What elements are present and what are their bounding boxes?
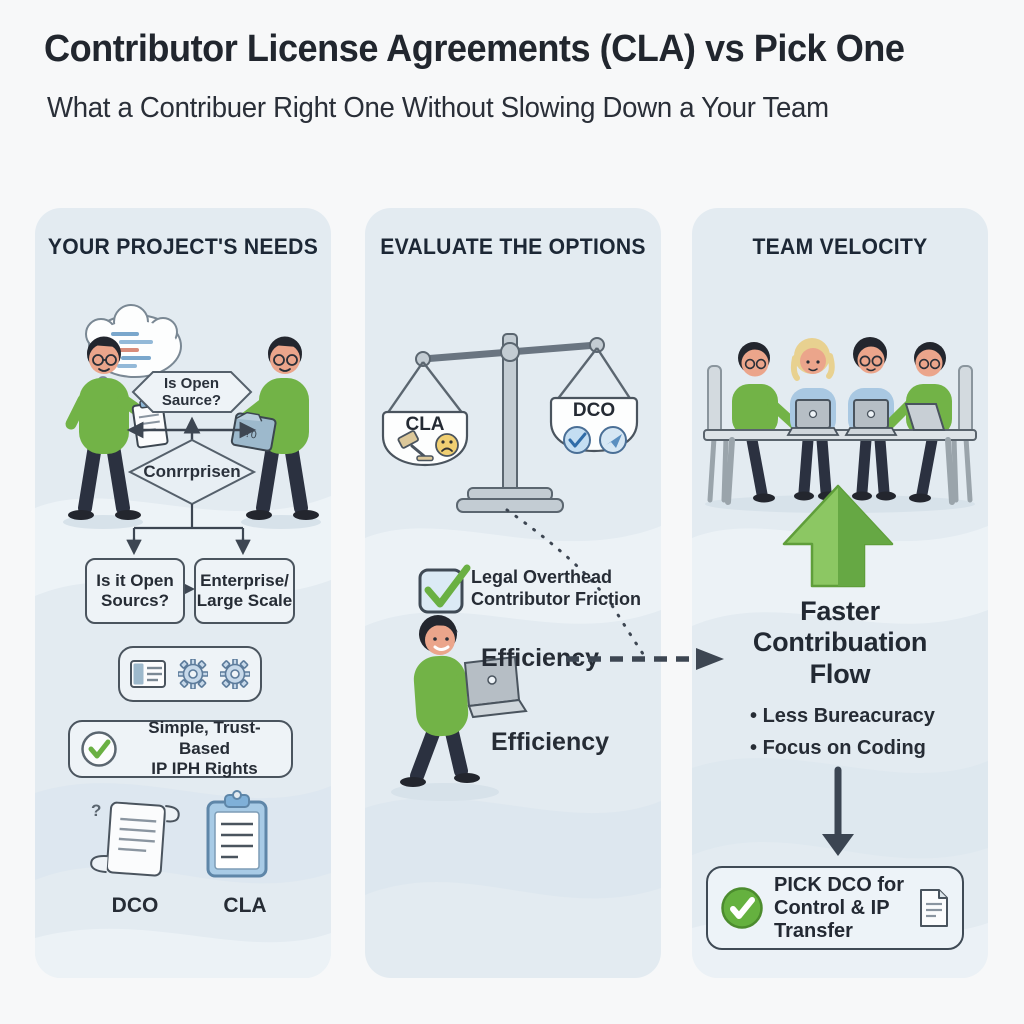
efficiency-label-bottom: Efficiency [490, 727, 610, 756]
gear-icon [220, 659, 250, 689]
laptop-icon [844, 399, 898, 436]
faster-flow-label: Faster Contribuation Flow [752, 596, 928, 689]
legal-overhead-label: Legal Overthead Contributor Friction [471, 567, 641, 609]
cla-label: CLA [223, 894, 267, 917]
gavel-icon [397, 430, 434, 462]
up-arrow-icon [782, 484, 894, 588]
benefit-list: Less Bureacuracy Focus on Coding [750, 705, 935, 760]
scale-pan-dco-label: DCO [572, 400, 616, 421]
person-right: ?0 [230, 336, 321, 529]
hexagon-label: Is Open Saurce? [161, 375, 222, 409]
flowchart-shapes [126, 371, 257, 597]
diamond-node: Conrrprisen [127, 455, 257, 489]
flow-box-open-source: Is it Open Sourcs? [85, 558, 185, 624]
dco-label: DCO [111, 894, 159, 917]
down-arrow-icon [822, 766, 854, 856]
check-circle-icon [81, 731, 117, 767]
panel3-title: TEAM VELOCITY [698, 234, 982, 260]
person-left [63, 336, 169, 529]
gear-icon [178, 659, 208, 689]
efficiency-label-top: Efficiency [480, 643, 600, 672]
panel3-illustration [692, 337, 988, 978]
flow-box-open-source-label: Is it Open Sourcs? [96, 570, 174, 610]
benefit-item-bureaucracy: Less Bureacuracy [750, 705, 935, 728]
share-arrow-icon [599, 426, 627, 454]
panel3-title-text: TEAM VELOCITY [752, 234, 928, 259]
panel-evaluate-the-options: EVALUATE THE OPTIONS CLA DCO Legal Overt… [365, 208, 661, 978]
page-title-text: Contributor License Agreements (CLA) vs … [44, 28, 905, 70]
tools-pill [118, 646, 262, 702]
check-circle-filled-icon [721, 887, 763, 929]
page-subtitle: What a Contribuer Right One Without Slow… [47, 92, 829, 125]
dotted-connector [505, 508, 649, 662]
check-badge-icon [563, 426, 591, 454]
panel1-title: YOUR PROJECT'S NEEDS [41, 234, 325, 260]
dco-scroll-icon: ? [90, 801, 180, 877]
dashed-flow-arrow [566, 648, 724, 670]
panel1-title-text: YOUR PROJECT'S NEEDS [47, 234, 319, 259]
document-card-icon [130, 660, 166, 688]
trust-callout: Simple, Trust-Based IP IPH Rights [68, 718, 293, 779]
document-icon [920, 889, 948, 927]
diamond-label: Conrrprisen [143, 462, 241, 481]
scroll-question-mark: ? [91, 801, 101, 820]
trust-callout-label: Simple, Trust-Based IP IPH Rights [148, 718, 261, 779]
panel2-illustration [365, 333, 661, 899]
flow-box-enterprise-label: Enterprise/ Large Scale [196, 570, 293, 610]
cla-clipboard-icon [206, 790, 268, 878]
team-table-scene [703, 337, 977, 513]
hexagon-node: Is Open Saurce? [133, 372, 250, 412]
laptop-icon [904, 403, 946, 431]
flow-box-enterprise: Enterprise/ Large Scale [194, 558, 295, 624]
pick-dco-label: PICK DCO for Control & IP Transfer [774, 873, 904, 942]
page-subtitle-text: What a Contribuer Right One Without Slow… [47, 92, 829, 124]
scale-pan-cla-label: CLA [405, 414, 445, 435]
person-laptop [391, 615, 528, 801]
benefit-item-coding: Focus on Coding [750, 737, 935, 760]
panel2-title: EVALUATE THE OPTIONS [371, 234, 655, 260]
pick-dco-callout: PICK DCO for Control & IP Transfer [706, 866, 964, 950]
panel-team-velocity: TEAM VELOCITY Faster Contribuation Flow … [692, 208, 988, 978]
laptop-icon [786, 399, 840, 436]
page-title: Contributor License Agreements (CLA) vs … [44, 28, 905, 71]
sad-face-icon [435, 433, 459, 457]
panel2-title-text: EVALUATE THE OPTIONS [380, 234, 646, 259]
panel-your-projects-needs: ?0 [35, 208, 331, 978]
checkbox-icon [418, 564, 471, 614]
